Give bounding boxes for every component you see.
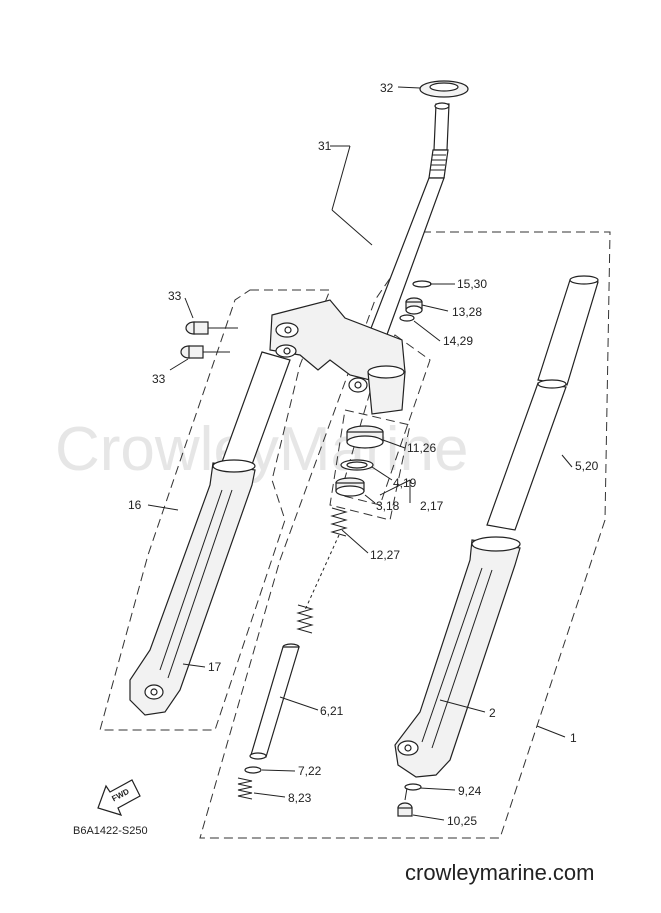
callout-9-24: 9,24 xyxy=(458,784,482,798)
callout-2: 2 xyxy=(489,706,496,720)
callout-2-17: 2,17 xyxy=(420,499,444,513)
part-10-25-drain-bolt xyxy=(397,787,413,817)
fwd-arrow-icon: FWD xyxy=(97,779,141,816)
part-2-right-outer-tube xyxy=(394,536,521,778)
part-32-top-seal xyxy=(419,80,469,98)
callout-4-19: 4,19 xyxy=(393,476,417,490)
part-15-30-circlip xyxy=(412,280,432,288)
part-33-bolt-upper xyxy=(185,321,238,335)
callout-6-21: 6,21 xyxy=(320,704,344,718)
callout-15-30: 15,30 xyxy=(457,277,487,291)
callout-13-28: 13,28 xyxy=(452,305,482,319)
part-7-22-washer xyxy=(244,766,262,774)
callout-14-29: 14,29 xyxy=(443,334,473,348)
part-14-29-washer xyxy=(399,314,415,322)
callout-11-26: 11,26 xyxy=(407,441,436,455)
part-13-28-cap-nut xyxy=(405,297,423,315)
part-33-bolt-lower xyxy=(180,345,230,359)
part-3-18-bearing-race xyxy=(335,477,365,497)
bearing-group-outline xyxy=(329,409,411,521)
part-17-left-outer-tube xyxy=(129,459,256,716)
callout-1: 1 xyxy=(570,731,577,745)
callout-12-27: 12,27 xyxy=(370,548,400,562)
callout-8-23: 8,23 xyxy=(288,791,312,805)
callout-10-25: 10,25 xyxy=(447,814,477,828)
site-url: crowleymarine.com xyxy=(405,860,595,885)
callout-5-20: 5,20 xyxy=(575,459,599,473)
callout-7-22: 7,22 xyxy=(298,764,322,778)
callout-31: 31 xyxy=(318,139,332,153)
callout-3-18: 3,18 xyxy=(376,499,400,513)
callout-32: 32 xyxy=(380,81,394,95)
callout-17: 17 xyxy=(208,660,222,674)
leader-lines xyxy=(147,86,573,821)
callout-33-upper: 33 xyxy=(168,289,182,303)
part-8-23-spring xyxy=(237,777,253,800)
callout-16: 16 xyxy=(128,498,142,512)
diagram-code: B6A1422-S250 xyxy=(73,825,148,837)
part-5-20-right-inner-tube xyxy=(486,275,599,531)
part-31-steering-shaft xyxy=(367,102,450,341)
part-11-26-bearing xyxy=(346,425,384,449)
part-12-27-fork-spring xyxy=(296,507,348,634)
callout-33-lower: 33 xyxy=(152,372,166,386)
lower-bracket xyxy=(269,299,406,415)
part-9-24-gasket xyxy=(404,783,422,791)
part-6-21-damper-rod xyxy=(249,643,300,760)
part-4-19-seal-ring xyxy=(340,459,374,471)
